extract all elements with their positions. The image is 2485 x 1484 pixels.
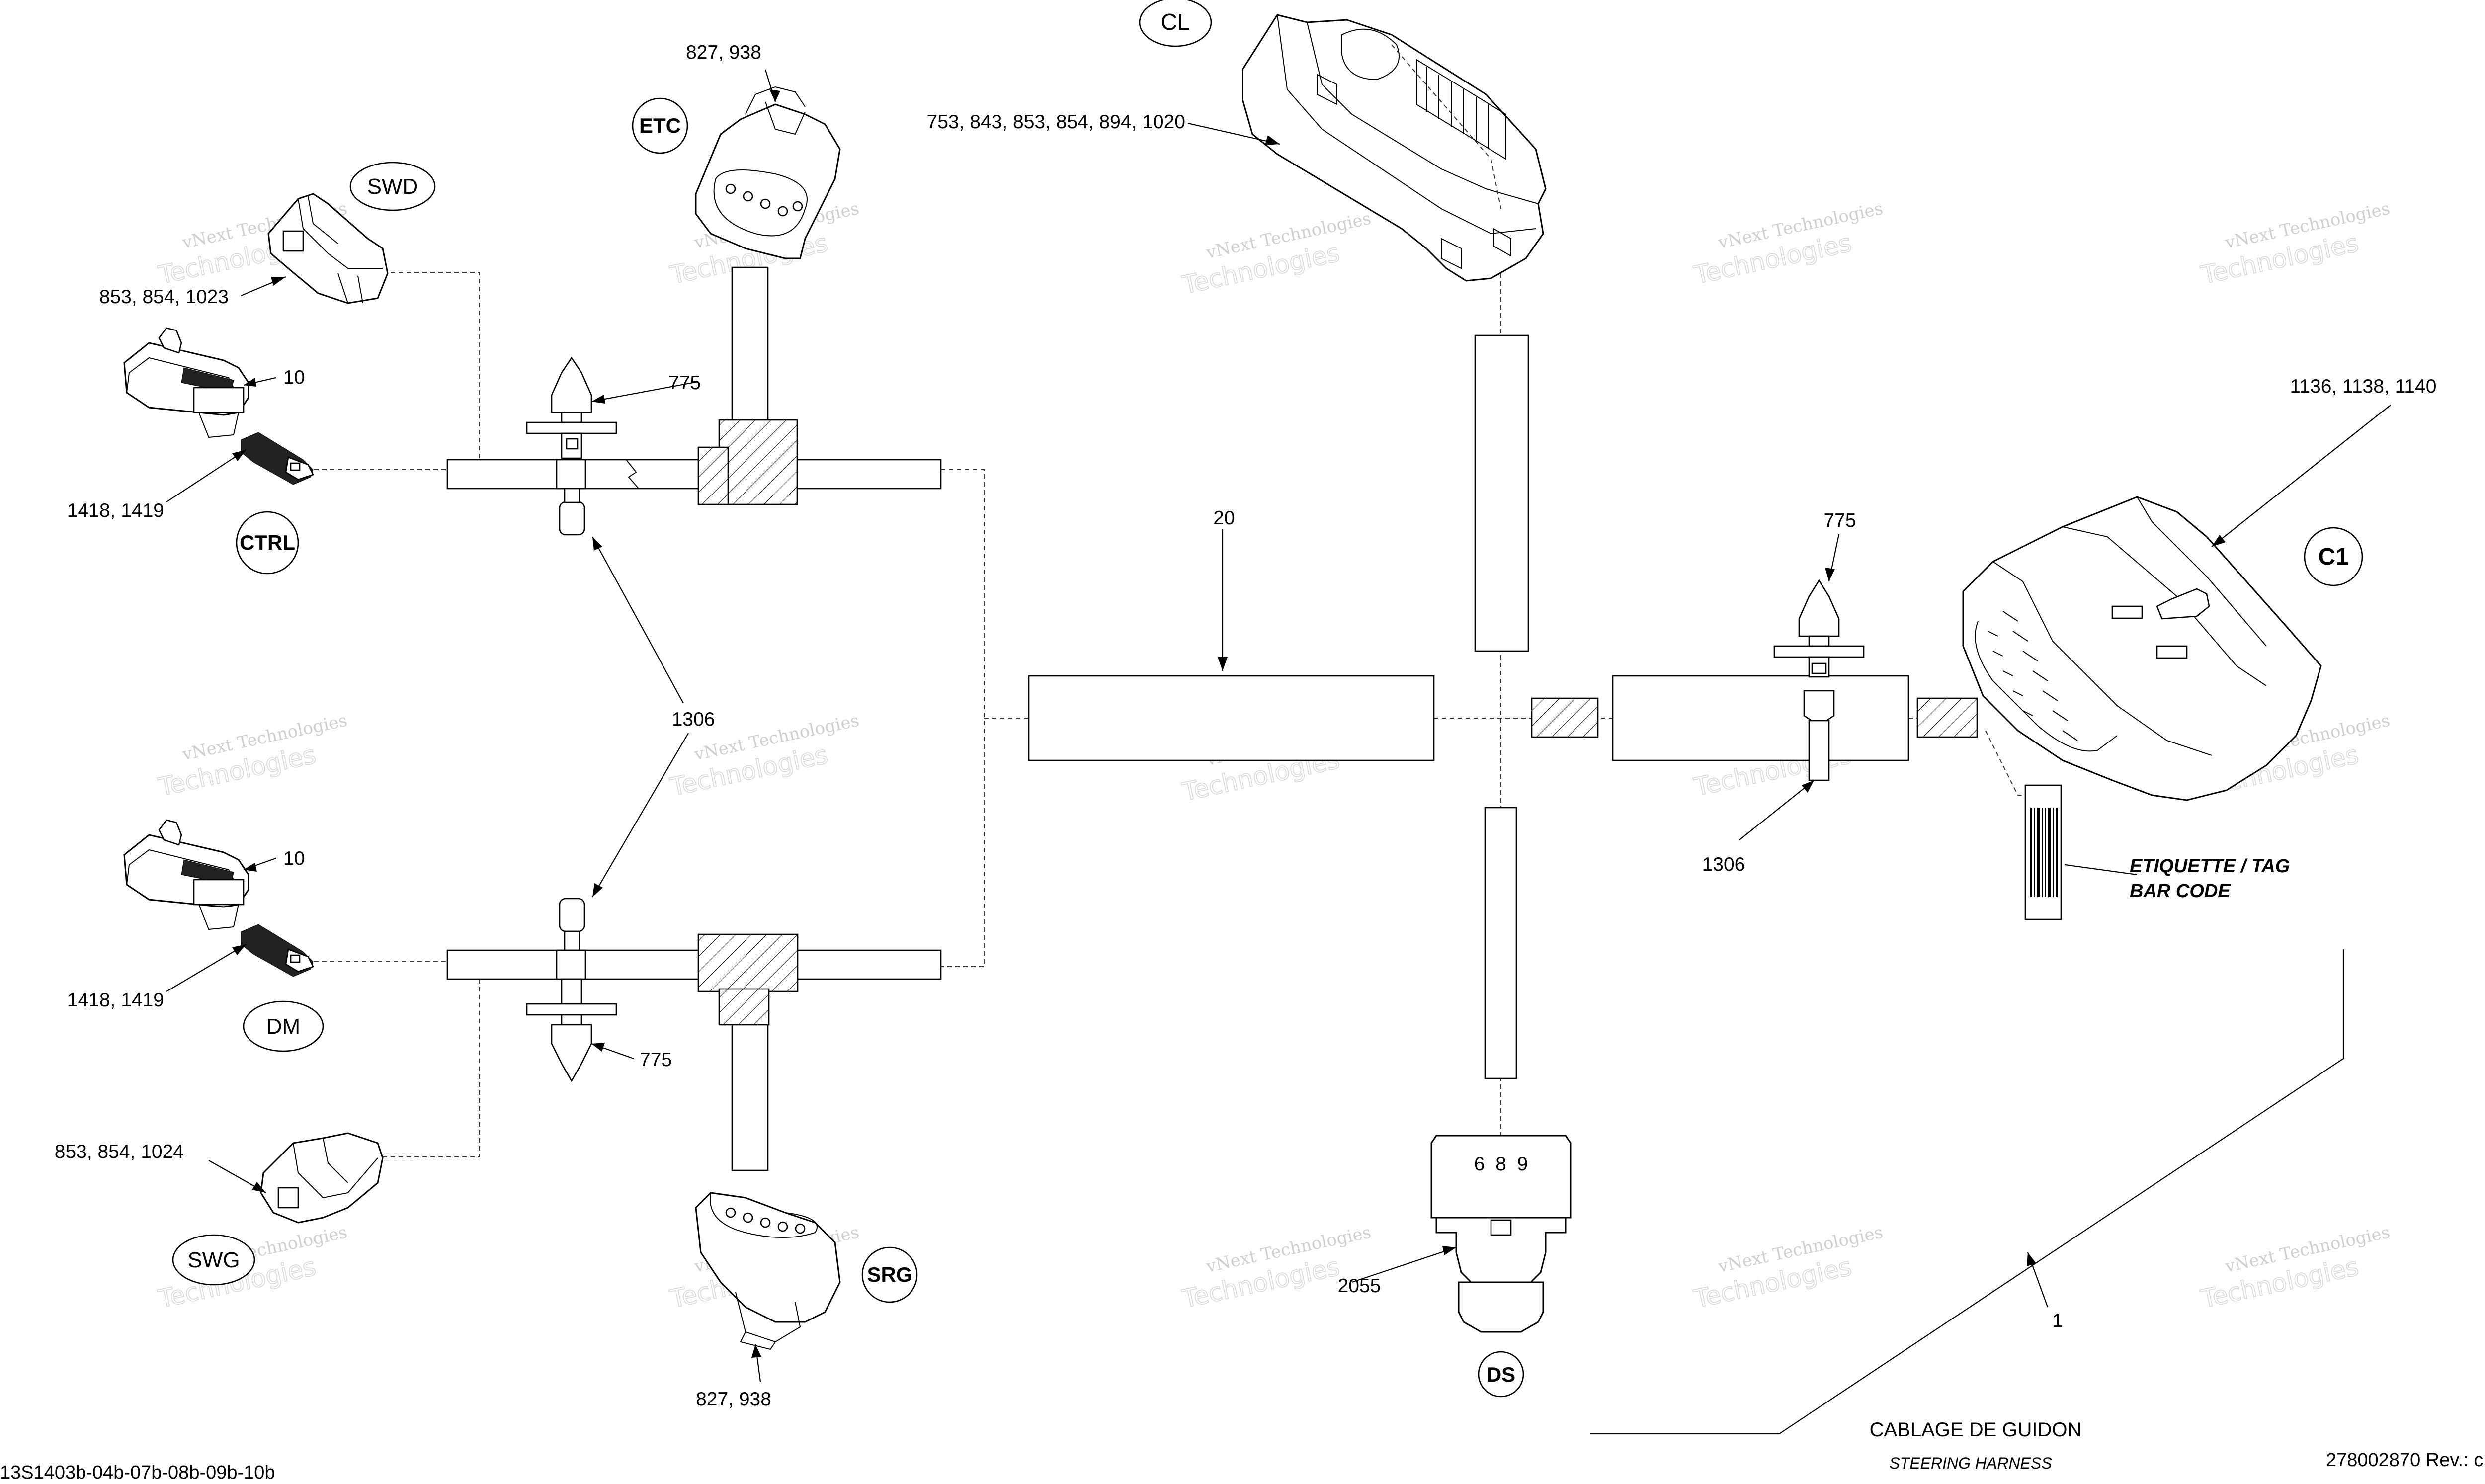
arrow-heads xyxy=(232,89,2226,1358)
tag-etc-text: ETC xyxy=(639,114,681,137)
callout-dm-sensor: 10 xyxy=(283,848,305,869)
callout-swg-ref: 853, 854, 1024 xyxy=(55,1141,184,1162)
tag-bubble-swd: SWD xyxy=(349,162,436,211)
upper-left-branch xyxy=(446,266,942,536)
callout-srg-ref: 827, 938 xyxy=(696,1389,771,1410)
lower-left-branch xyxy=(446,898,942,1171)
callout-clip-top: 775 xyxy=(668,372,701,394)
c1-connector xyxy=(1962,496,2322,801)
title-english: STEERING HARNESS xyxy=(1889,1454,2052,1472)
callout-c1-ref: 1136, 1138, 1140 xyxy=(2290,376,2437,397)
lower-tape-wrap xyxy=(697,933,799,992)
tag-c1-text: C1 xyxy=(2318,544,2348,570)
lower-clip xyxy=(526,898,617,1082)
callout-ctrl-ref: 1418, 1419 xyxy=(67,500,164,521)
drawing-id: 13S1403b-04b-07b-08b-09b-10b xyxy=(0,1462,275,1483)
lower-tape-wrap-end xyxy=(718,988,770,1026)
dm-sensor xyxy=(123,819,249,930)
srg-branch-sleeve xyxy=(731,1023,769,1171)
tag-ds-text: DS xyxy=(1487,1363,1515,1386)
upper-tape-wrap-end xyxy=(697,446,729,505)
upper-vertical-sleeve xyxy=(1474,334,1529,652)
part-revision: 278002870 Rev.: c xyxy=(2326,1450,2483,1471)
callout-swd-ref: 853, 854, 1023 xyxy=(99,286,229,308)
cl-connector xyxy=(1242,14,1547,282)
upper-harness-section xyxy=(446,459,942,490)
srg-connector xyxy=(695,1192,841,1350)
swd-connector xyxy=(267,193,389,304)
barcode-tag xyxy=(2024,784,2062,920)
ctrl-connector xyxy=(241,432,314,485)
tag-bubble-srg: SRG xyxy=(861,1246,918,1303)
tag-bubble-ds: DS xyxy=(1478,1351,1524,1398)
callout-clip-right: 775 xyxy=(1823,510,1856,531)
callout-dm-ref: 1418, 1419 xyxy=(67,989,164,1011)
swg-connector xyxy=(260,1132,384,1224)
tag-bubble-cl: CL xyxy=(1139,0,1212,47)
callout-ds-ref: 2055 xyxy=(1338,1275,1381,1297)
callout-labels: 827, 938 753, 843, 853, 854, 894, 1020 8… xyxy=(55,42,2437,1410)
tag-bubble-c1: C1 xyxy=(2304,527,2363,586)
callout-clip-bottom: 775 xyxy=(640,1049,672,1071)
tag-srg-text: SRG xyxy=(867,1263,912,1286)
upper-tape-wrap xyxy=(718,419,798,505)
tag-bubble-etc: ETC xyxy=(632,97,688,154)
barcode-label-line2: BAR CODE xyxy=(2130,881,2231,902)
barcode-label-line1: ETIQUETTE / TAG xyxy=(2130,856,2290,877)
etc-branch-sleeve xyxy=(731,266,769,422)
ds-connector xyxy=(1430,1135,1572,1333)
title-french: CABLAGE DE GUIDON xyxy=(1870,1419,2082,1441)
ds-pin-numbers: 6 8 9 xyxy=(1474,1154,1528,1175)
tag-bubble-swg: SWG xyxy=(172,1234,255,1286)
callout-clip-right-base: 1306 xyxy=(1702,854,1745,875)
tag-swd-text: SWD xyxy=(367,174,418,199)
upper-clip xyxy=(526,356,617,536)
tag-bubble-dm: DM xyxy=(243,1000,324,1052)
callout-tube: 20 xyxy=(1213,507,1235,529)
callout-etc-ref: 827, 938 xyxy=(686,42,761,63)
tag-ctrl-text: CTRL xyxy=(240,531,295,554)
lower-vertical-sleeve xyxy=(1484,807,1517,1079)
lower-harness-section xyxy=(446,949,942,980)
tag-bubble-ctrl: CTRL xyxy=(236,511,299,575)
callout-harness: 1 xyxy=(2052,1310,2063,1331)
main-conduit-tube xyxy=(1028,675,1435,761)
callout-clip-mid: 1306 xyxy=(672,709,715,730)
callout-cl-ref: 753, 843, 853, 854, 894, 1020 xyxy=(927,111,1185,133)
tag-swg-text: SWG xyxy=(187,1248,240,1272)
right-harness-section xyxy=(1612,675,1909,761)
tag-dm-text: DM xyxy=(266,1014,300,1039)
centre-tape-wrap xyxy=(1531,697,1599,738)
leader-lines xyxy=(166,69,2391,1435)
etc-connector xyxy=(695,86,841,259)
tag-cl-text: CL xyxy=(1161,9,1190,35)
callout-ctrl-sensor: 10 xyxy=(283,367,305,388)
dm-connector xyxy=(241,924,314,977)
right-clip xyxy=(1773,579,1865,781)
ctrl-sensor xyxy=(123,327,249,438)
right-tape-wrap xyxy=(1916,697,1978,738)
